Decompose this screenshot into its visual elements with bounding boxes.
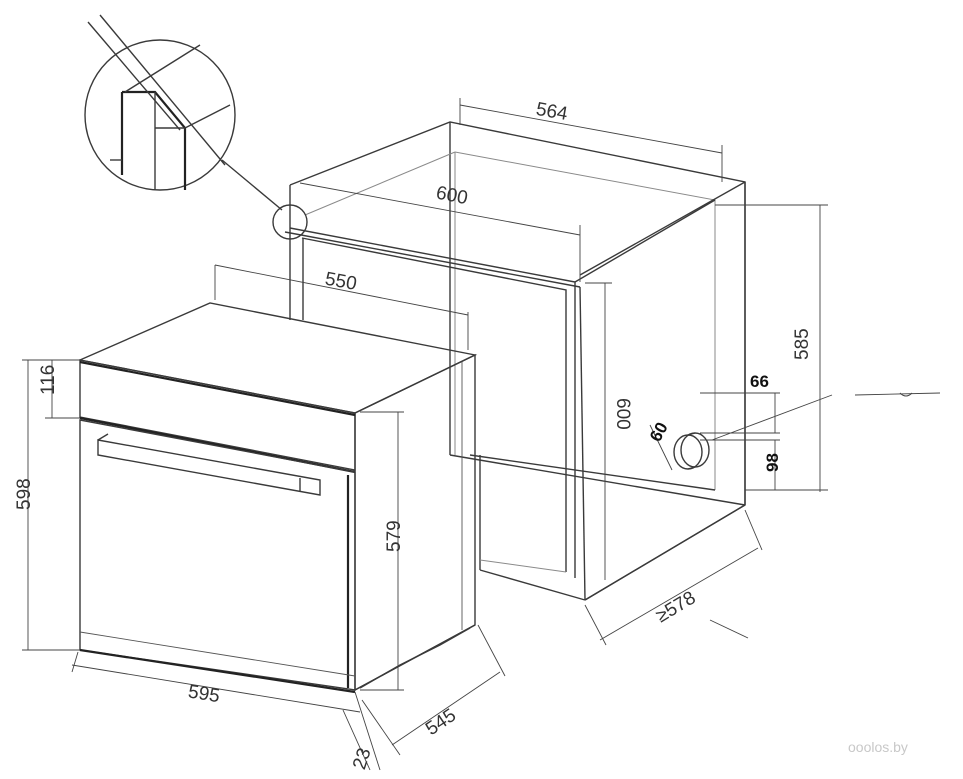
dim-600-inner-label: 600 [434,183,469,210]
dim-23-label: 23 [349,746,376,773]
dim-564-label: 564 [534,99,569,125]
dim-579-label: 579 [384,520,405,552]
dim-585-label: 585 [792,328,813,360]
detail-callout [84,14,308,240]
oven-body [77,302,478,694]
dim-66-label: 66 [750,372,769,391]
dim-545-label: 545 [422,705,460,740]
dim-60-label: 60 [646,419,672,445]
dim-595-label: 595 [187,681,222,707]
dim-578-label: ≥578 [653,587,700,627]
socket-icon [673,432,710,470]
dimension-lines [22,98,941,771]
niche-outline [284,121,746,601]
dim-98-label: 98 [763,453,782,472]
dim-598-label: 598 [14,478,35,510]
dim-550-label: 550 [323,269,358,295]
dim-116-label: 116 [38,365,59,395]
dim-600-front-label: 600 [612,398,633,430]
watermark-text: ooolos.by [848,739,908,755]
